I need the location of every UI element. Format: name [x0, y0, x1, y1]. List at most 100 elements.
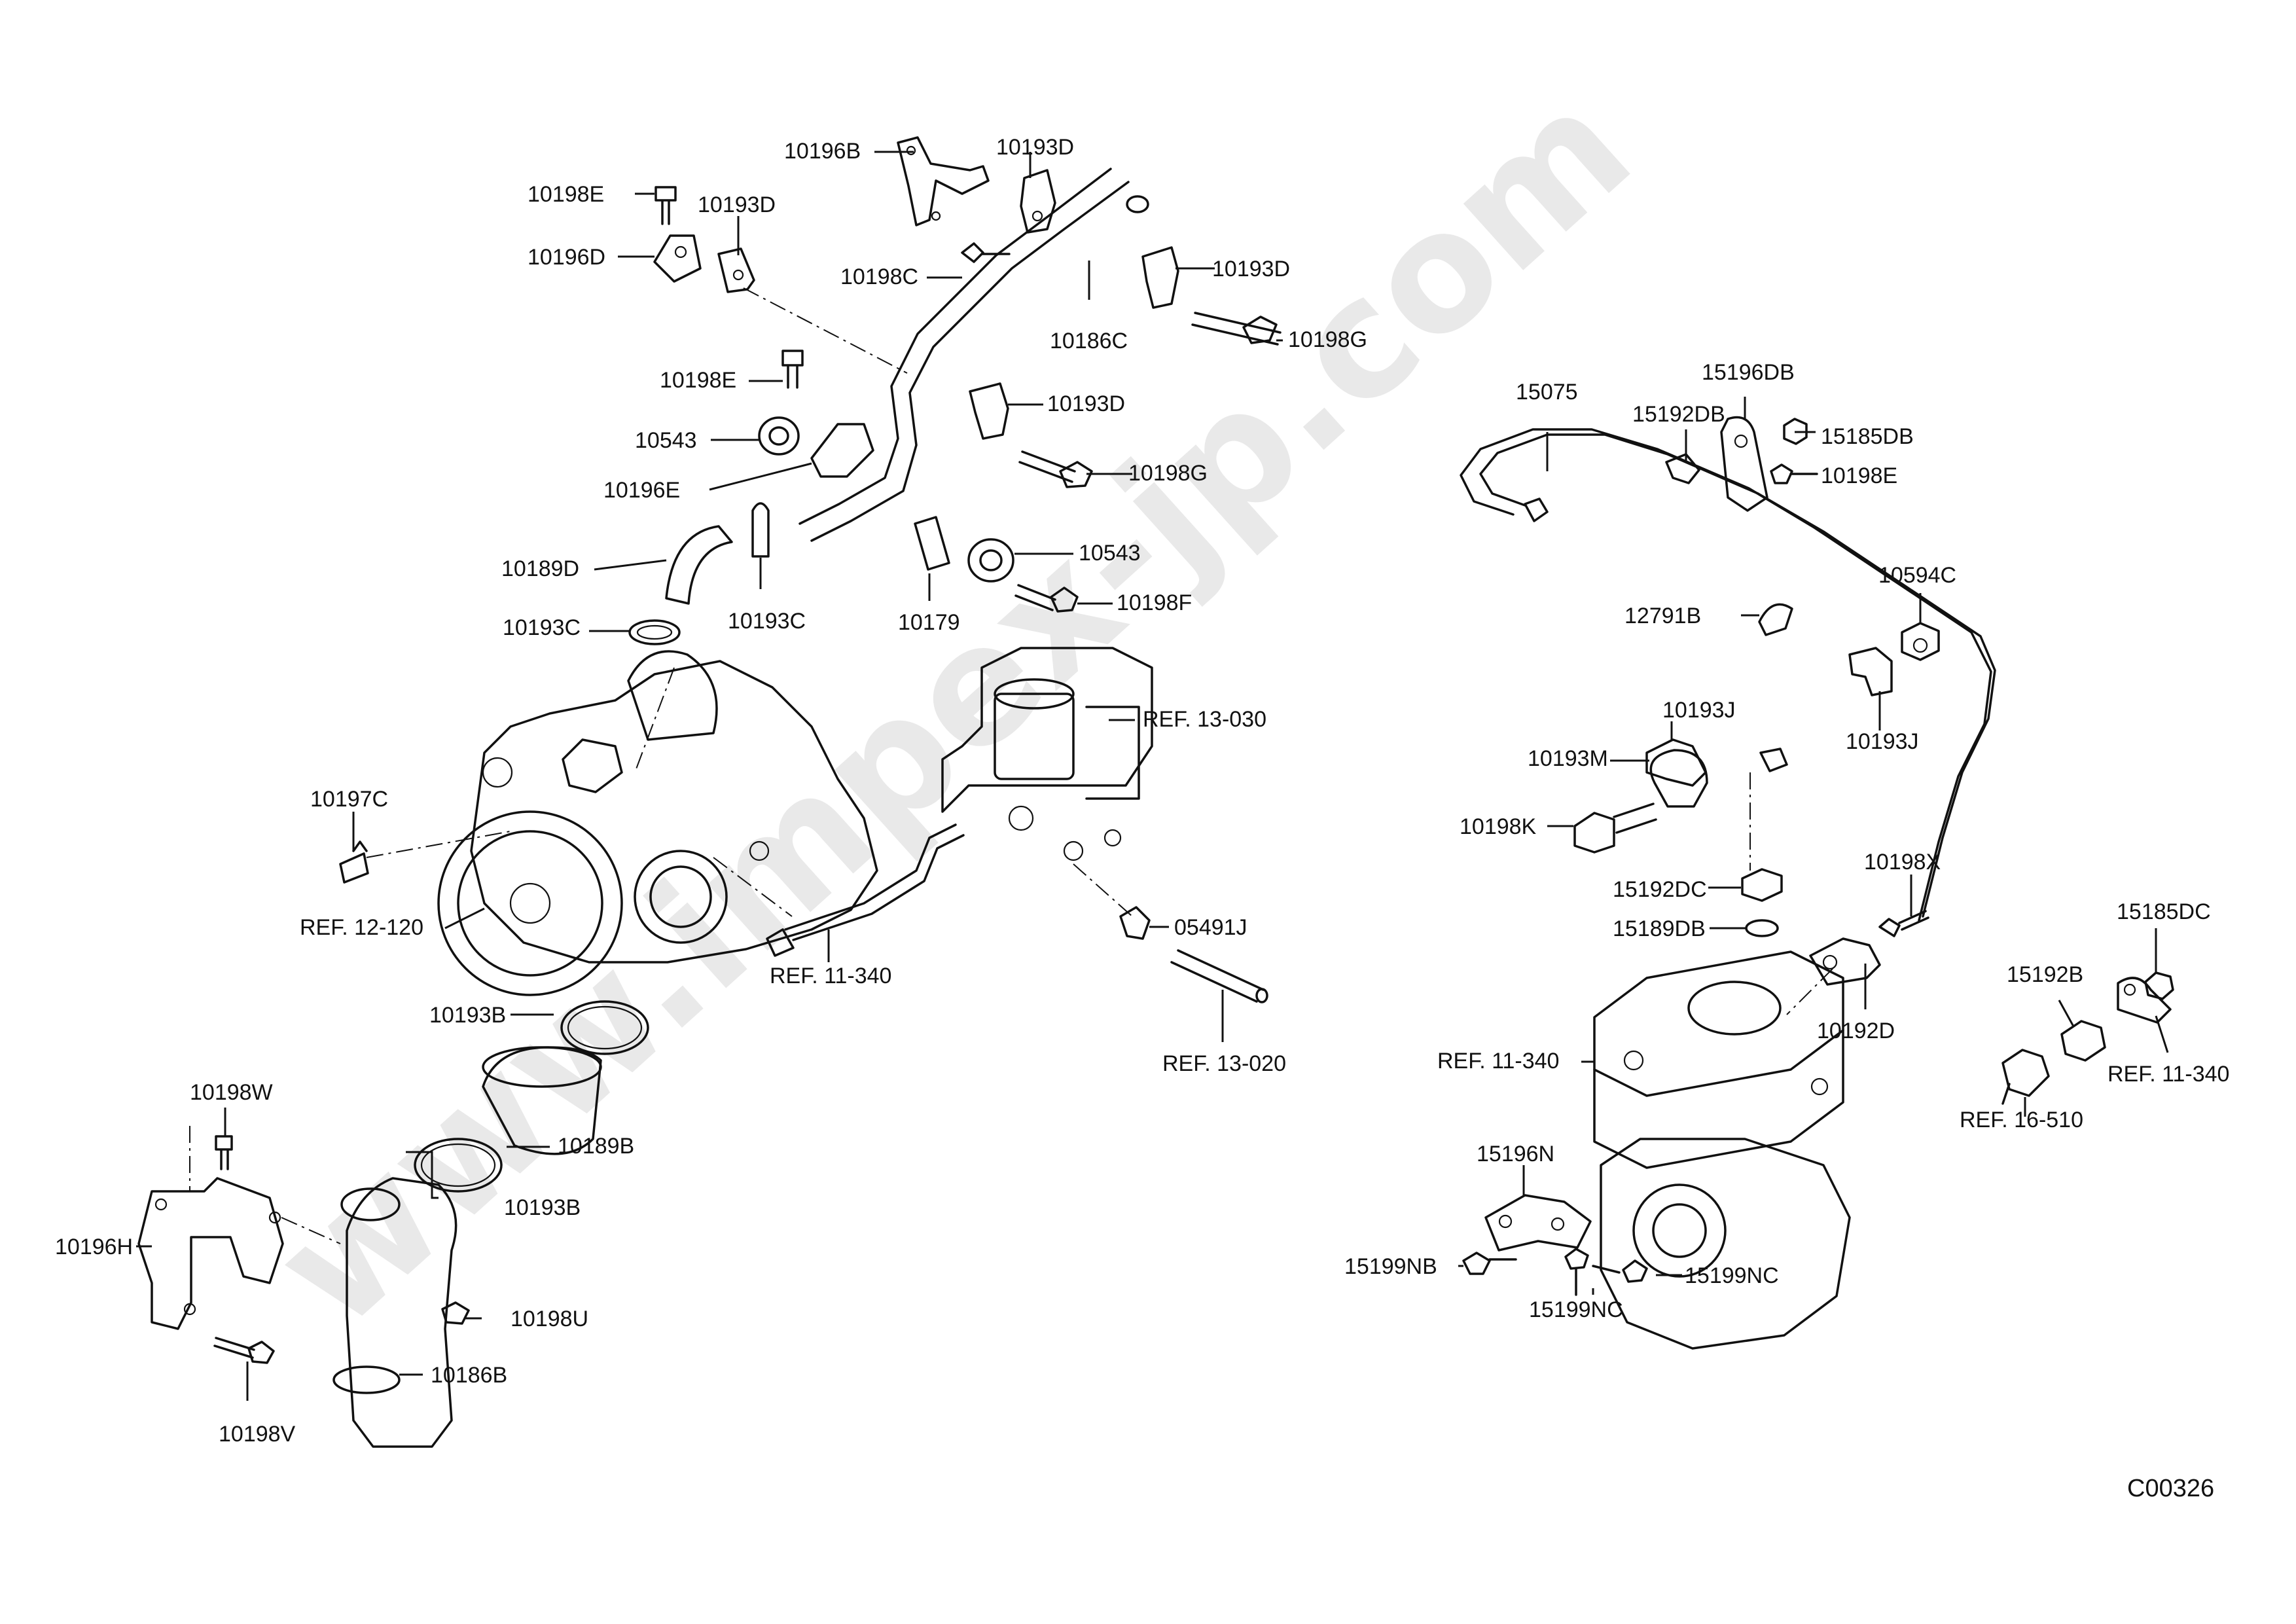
part-pump-ref-13-030 [941, 647, 1153, 861]
label-10198e-right: 10198E [1821, 463, 1897, 488]
label-10543-upper: 10543 [635, 428, 697, 453]
label-10196b: 10196B [784, 139, 861, 164]
diagram-code: C00326 [2127, 1475, 2214, 1502]
part-15185db-nut [1783, 418, 1808, 445]
part-10193j-clamp-right [1848, 647, 1893, 696]
label-15189db: 15189DB [1613, 916, 1706, 941]
part-10193b-clamp-lower [414, 1138, 503, 1193]
label-ref-11-340-compressor: REF. 11-340 [1437, 1049, 1559, 1074]
part-10193d-clip-top [1020, 169, 1056, 234]
part-12791b-clip [1758, 603, 1793, 636]
label-10198u: 10198U [511, 1307, 588, 1331]
part-10198k-bolt [1573, 803, 1657, 854]
part-10196h-bracket [137, 1177, 284, 1330]
label-10193m: 10193M [1528, 746, 1608, 771]
part-10186c-pipe [798, 168, 1149, 542]
part-10192d-fitting [1809, 937, 1881, 986]
label-10193d-left: 10193D [698, 192, 776, 217]
label-15185db: 15185DB [1821, 424, 1914, 449]
label-15185dc: 15185DC [2117, 899, 2211, 924]
label-ref-16-510: REF. 16-510 [1960, 1108, 2083, 1132]
label-10193d-top: 10193D [996, 135, 1074, 160]
label-ref-13-030: REF. 13-030 [1143, 707, 1266, 732]
part-10543-grommet-lower [967, 538, 1014, 583]
part-10198e-bolt-mid [781, 350, 804, 389]
part-10594c-nut [1901, 622, 1940, 661]
label-15196db: 15196DB [1702, 360, 1795, 385]
part-10196b-bracket [897, 136, 990, 226]
part-10193c-clamp-ring [628, 619, 681, 645]
part-10198x-bolt [1878, 910, 1929, 937]
label-15192dc: 15192DC [1613, 877, 1707, 902]
part-ref-13-020-tube [1170, 949, 1268, 1003]
part-15199nb-bolt [1462, 1252, 1517, 1275]
watermark-text: www.impex-jp.com [239, 52, 1666, 1364]
label-10198k: 10198K [1460, 814, 1537, 839]
part-10198w-bolt [215, 1135, 233, 1170]
label-10196e: 10196E [603, 478, 680, 503]
part-10193c-clamp-tube [751, 502, 770, 558]
label-10198v: 10198V [219, 1422, 296, 1447]
part-10198e-bolt-top [655, 186, 677, 225]
part-labels: 10196B 10193D 10198E 10193D 10196D 10198… [55, 135, 2229, 1447]
label-10193j-right: 10193J [1846, 729, 1919, 754]
part-10179-sleeve [914, 516, 950, 571]
part-10196d-bracket [653, 234, 702, 283]
label-10193c-ring: 10193C [503, 615, 581, 640]
part-10198g-bolt-lower [1018, 450, 1093, 488]
part-engine-ref-12-120 [437, 650, 878, 996]
part-10193d-clip-left [717, 247, 755, 293]
label-10594c: 10594C [1878, 563, 1956, 588]
label-10192d: 10192D [1817, 1019, 1895, 1043]
label-10189d: 10189D [501, 556, 579, 581]
leader-lines [136, 151, 2169, 1401]
part-10193m-clamp [1649, 749, 1708, 808]
part-compressor-ref-11-340 [1593, 950, 1851, 1350]
part-10196e-bracket [810, 423, 874, 478]
label-ref-11-340-eye: REF. 11-340 [2108, 1062, 2229, 1087]
part-15196n-bracket [1484, 1194, 1592, 1252]
label-10198g-upper: 10198G [1288, 327, 1367, 352]
label-10198c: 10198C [840, 264, 918, 289]
part-15199nc-bolt-left [1564, 1248, 1589, 1296]
label-10186c: 10186C [1050, 329, 1128, 353]
part-15192dc-fitting [1741, 868, 1783, 902]
part-15075-pipe [1460, 428, 1996, 922]
label-10198e-mid: 10198E [660, 368, 736, 393]
label-ref-12-120: REF. 12-120 [300, 915, 423, 940]
label-10193b-upper: 10193B [429, 1003, 506, 1028]
part-10198u-bolt [441, 1301, 470, 1325]
part-ref-11-340-eye [2117, 977, 2172, 1024]
part-15192db-fitting [1665, 453, 1700, 484]
part-10543-grommet-upper [758, 416, 800, 456]
label-15199nc-right: 15199NC [1685, 1263, 1779, 1288]
label-10198e-top: 10198E [528, 182, 604, 207]
label-15199nb: 15199NB [1344, 1254, 1437, 1279]
label-10193d-mid: 10193D [1047, 391, 1125, 416]
label-ref-11-340-center: REF. 11-340 [770, 964, 891, 988]
part-10197c-fitting [339, 840, 369, 884]
part-15189db-washer [1745, 919, 1779, 937]
part-ref-11-340-pipe-center [766, 823, 965, 957]
label-10198f: 10198F [1117, 590, 1192, 615]
part-15199nc-bolt-right [1592, 1259, 1648, 1283]
label-10198g-lower: 10198G [1128, 461, 1208, 486]
label-15192b: 15192B [2007, 962, 2083, 987]
label-10193b-lower: 10193B [504, 1195, 581, 1220]
label-10197c: 10197C [310, 787, 388, 812]
label-15192db: 15192DB [1632, 402, 1725, 427]
label-10179: 10179 [898, 610, 960, 635]
label-ref-13-020: REF. 13-020 [1162, 1051, 1286, 1076]
label-05491j: 05491J [1174, 915, 1247, 940]
part-10186b-pipe [332, 1177, 457, 1448]
label-10193j-center: 10193J [1662, 698, 1736, 723]
label-10198x: 10198X [1864, 850, 1941, 875]
label-10198w: 10198W [190, 1080, 273, 1105]
label-10193c-tube: 10193C [728, 609, 806, 634]
part-10189b-hose [482, 1046, 602, 1155]
part-10193d-clip-mid [969, 382, 1009, 440]
label-10196d: 10196D [528, 245, 605, 270]
label-15199nc-left: 15199NC [1529, 1297, 1623, 1322]
label-10189b: 10189B [558, 1134, 634, 1159]
